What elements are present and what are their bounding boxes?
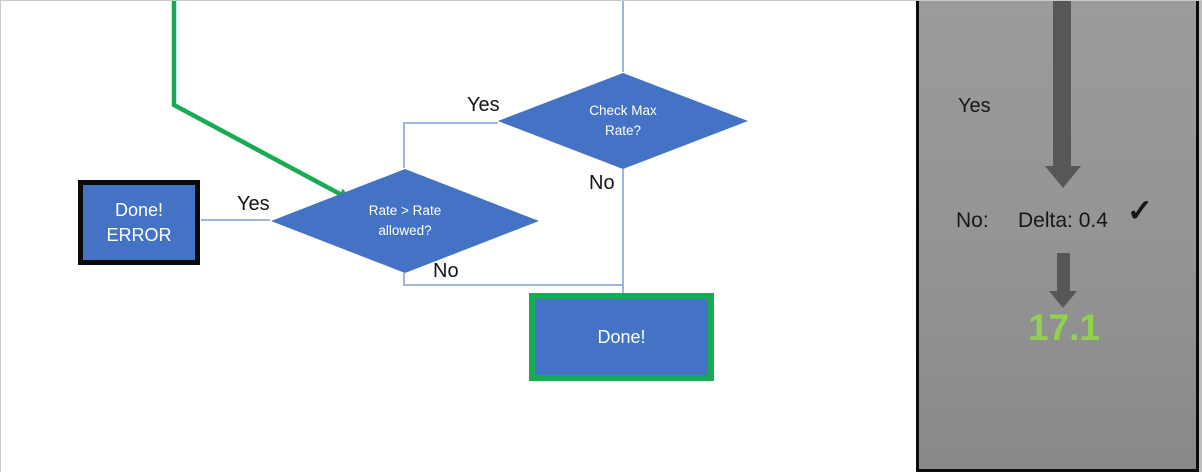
decision-rate-line2: allowed?: [378, 223, 432, 238]
arrow-down-icon: [1045, 1, 1081, 188]
decision-check-max-line1: Check Max: [589, 103, 657, 118]
branch-label-yes-check-max: Yes: [467, 94, 500, 116]
decision-check-max-line2: Rate?: [604, 123, 642, 138]
panel-result-value: 17.1: [1027, 307, 1100, 348]
decision-check-max-label: Check Max Rate?: [543, 101, 703, 141]
branch-label-no-check-max: No: [589, 172, 615, 194]
panel-yes-label: Yes: [958, 95, 991, 117]
done-error-box[interactable]: Done! ERROR: [78, 180, 200, 265]
connector-lines: [201, 1, 624, 293]
decision-rate-line1: Rate > Rate: [368, 203, 442, 218]
green-connector-arrow: [171, 1, 352, 201]
panel-no-label: No:: [956, 209, 989, 232]
decision-check-max-rate-shape[interactable]: [498, 73, 748, 169]
done-box[interactable]: Done!: [529, 293, 714, 381]
done-box-label: Done!: [597, 326, 646, 347]
right-edge-strip: [1199, 1, 1202, 472]
decision-rate-allowed-shape[interactable]: [271, 169, 539, 273]
done-error-line2: ERROR: [106, 224, 172, 245]
decision-rate-label: Rate > Rate allowed?: [325, 201, 485, 241]
checkmark-icon: ✓: [1127, 193, 1153, 228]
branch-label-no-rate: No: [433, 260, 459, 282]
panel-delta-value: Delta: 0.4: [1018, 209, 1108, 232]
branch-label-yes-rate: Yes: [237, 193, 270, 215]
done-error-line1: Done!: [114, 199, 164, 220]
arrow-down-icon: [1049, 253, 1077, 308]
